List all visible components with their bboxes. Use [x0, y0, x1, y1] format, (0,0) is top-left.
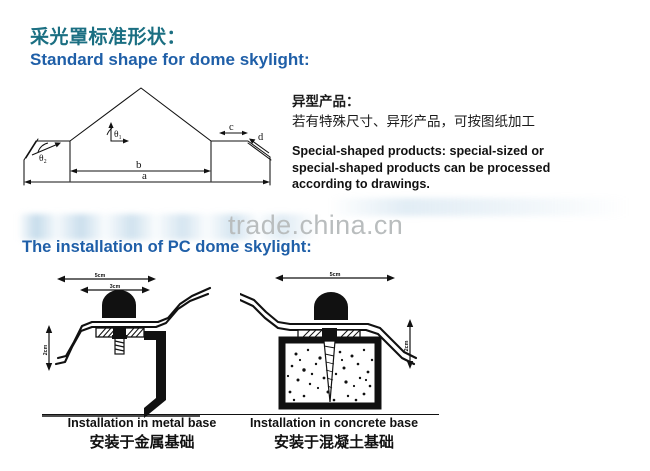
angle-theta2-label: θ₂: [39, 154, 47, 164]
dim-side-label: 2cm: [43, 344, 49, 355]
section2-title-en: The installation of PC dome skylight:: [22, 238, 312, 256]
note-cn-body: 若有特殊尺寸、异形产品，可按图纸加工: [292, 113, 535, 129]
note-en-line1: Special-shaped products: special-sized o…: [292, 143, 544, 158]
dimension-b-label: b: [136, 159, 142, 171]
caption-metal-base-en: Installation in metal base: [67, 416, 217, 430]
installation-metal-base-drawing: 5cm 3cm: [42, 273, 212, 418]
note-en-line3: according to drawings.: [292, 177, 430, 192]
watermark-text: trade.china.cn: [228, 210, 404, 240]
dim-top-inner-label: 3cm: [110, 284, 121, 290]
dim-top-label: 5cm: [330, 272, 341, 278]
section1-title-cn: 采光罩标准形状：: [30, 27, 187, 48]
note-en: Special-shaped products: special-sized o…: [292, 143, 642, 193]
special-shaped-note: 异型产品： 若有特殊尺寸、异形产品，可按图纸加工 Special-shaped …: [292, 92, 642, 193]
watermark-band-left: [18, 214, 318, 240]
note-cn-title: 异型产品：: [292, 94, 360, 109]
caption-metal-base: Installation in metal base 安装于金属基础: [42, 414, 242, 452]
note-en-line2: special-shaped products can be processed: [292, 160, 551, 175]
dimension-c-label: c: [229, 122, 234, 133]
caption-concrete-base-en: Installation in concrete base: [249, 416, 419, 430]
dome-skylight-cross-section-drawing: θ₁ θ₂ b a c: [23, 87, 272, 186]
caption-rule: [229, 414, 439, 415]
caption-metal-base-cn: 安装于金属基础: [89, 434, 195, 451]
dim-top-outer-label: 5cm: [95, 273, 106, 279]
dimension-d-label: d: [258, 132, 264, 143]
dimension-a-label: a: [142, 170, 147, 182]
section1-title-en: Standard shape for dome skylight:: [30, 50, 310, 69]
watermark-band-right: [330, 198, 630, 216]
concrete-aggregate-pattern: [286, 342, 374, 402]
installation-concrete-base-drawing: 5cm: [240, 272, 418, 410]
dim-side-label: 2cm: [404, 340, 410, 351]
caption-concrete-base-cn: 安装于混凝土基础: [273, 434, 394, 451]
angle-theta1-label: θ₁: [114, 130, 122, 140]
caption-concrete-base: Installation in concrete base 安装于混凝土基础: [229, 414, 439, 452]
caption-rule: [42, 414, 242, 415]
